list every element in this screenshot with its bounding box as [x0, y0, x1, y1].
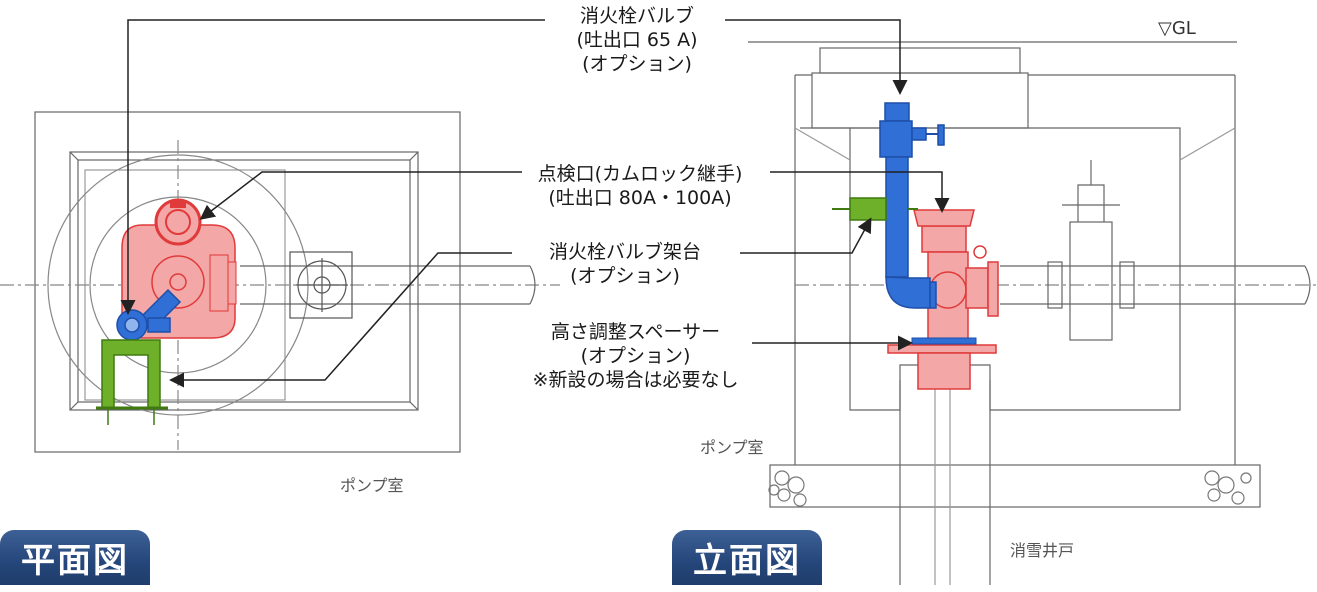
- inspection-port-label: 点検口(カムロック継手) (吐出口 80A・100A): [537, 163, 743, 209]
- plan-outer-chamber: [34, 111, 461, 453]
- plan-view: [0, 111, 560, 453]
- ground-level-label: ▽GL: [1158, 18, 1196, 39]
- elevation-view: [748, 41, 1317, 585]
- gravel-right: [1204, 470, 1252, 505]
- plan-view-badge: 平面図: [0, 530, 150, 585]
- pump-room-label-elevation: ポンプ室: [700, 438, 764, 457]
- plan-inner-frame: [69, 151, 419, 411]
- elevation-pump-fitting: [887, 209, 999, 390]
- plan-valve-stand: [96, 339, 168, 425]
- elevation-hydrant-valve: [879, 102, 945, 309]
- snow-melting-well-label: 消雪井戸: [1010, 541, 1075, 560]
- plan-hydrant-valve: [116, 288, 182, 341]
- elevation-valve-stand: [832, 197, 918, 221]
- gravel-left: [768, 470, 807, 507]
- elevation-spacer: [911, 337, 977, 345]
- valve-stand-label: 消火栓バルブ架台 (オプション): [548, 241, 701, 287]
- leader-lines: [120, 19, 950, 388]
- hydrant-valve-label: 消火栓バルブ (吐出口 65 A) (オプション): [576, 5, 698, 75]
- elevation-view-badge: 立面図: [672, 530, 822, 585]
- pump-room-label-plan: ポンプ室: [340, 476, 404, 495]
- spacer-label: 高さ調整スペーサー (オプション) ※新設の場合は必要なし: [532, 321, 739, 391]
